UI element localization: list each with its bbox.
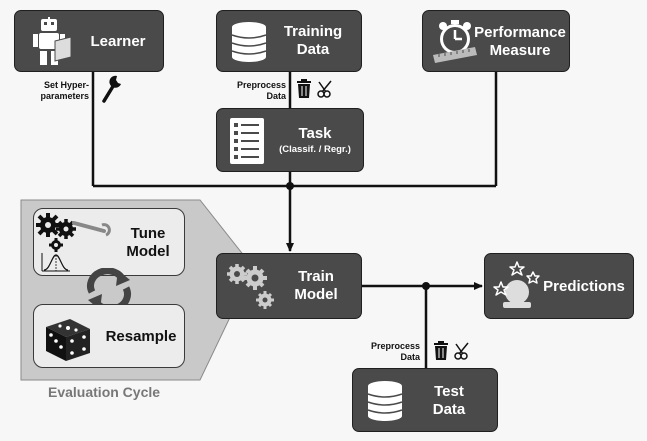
preprocess-test-note: Preprocess Data — [360, 341, 420, 363]
evaluation-cycle-caption: Evaluation Cycle — [48, 384, 161, 400]
tune-model-label: Tune Model — [116, 225, 180, 261]
set-hyperparameters-note: Set Hyper- parameters — [33, 80, 89, 102]
task-label: Task (Classif. / Regr.) — [269, 125, 361, 156]
set-hyper-line1: Set Hyper- — [43, 80, 89, 90]
test-data-title2: Data — [432, 401, 466, 418]
wrench-icon — [102, 75, 121, 103]
training-data-title: Training — [283, 23, 343, 40]
tune-model-title2: Model — [126, 243, 170, 260]
database-icon — [367, 381, 403, 421]
test-data-label: Test Data — [411, 383, 487, 419]
trash-scissors-icon — [297, 79, 332, 98]
dice-icon — [46, 319, 90, 361]
performance-label: Performance Measure — [471, 24, 569, 60]
train-model-title: Train — [298, 268, 334, 285]
train-model-node[interactable]: Train Model — [216, 253, 362, 319]
resample-node[interactable]: Resample — [33, 304, 185, 368]
preprocess-test-line1: Preprocess — [370, 341, 420, 351]
resample-label: Resample — [105, 328, 177, 345]
performance-title2: Measure — [489, 42, 551, 59]
crystal-ball-icon — [493, 261, 540, 308]
preprocess-test-line2: Data — [400, 352, 420, 362]
robot-icon — [33, 17, 72, 65]
set-hyper-line2: parameters — [40, 91, 89, 101]
learner-label: Learner — [90, 33, 146, 50]
task-node[interactable]: Task (Classif. / Regr.) — [216, 108, 364, 172]
database-icon — [231, 22, 267, 62]
training-data-title2: Data — [296, 41, 330, 58]
performance-title: Performance — [474, 24, 566, 41]
preprocess-line1: Preprocess — [236, 80, 286, 90]
preprocess-note: Preprocess Data — [226, 80, 286, 102]
test-data-node[interactable]: Test Data — [352, 368, 498, 432]
preprocess-line2: Data — [266, 91, 286, 101]
test-data-title: Test — [434, 383, 464, 400]
tune-model-node[interactable]: Tune Model — [33, 208, 185, 276]
gear-wrench-icon — [36, 213, 111, 272]
predictions-node[interactable]: Predictions — [484, 253, 634, 319]
task-title: Task — [298, 125, 332, 142]
learner-node[interactable]: Learner — [14, 10, 164, 72]
training-data-node[interactable]: Training Data — [216, 10, 362, 72]
task-subtitle: (Classif. / Regr.) — [279, 144, 351, 155]
tune-model-title: Tune — [130, 225, 166, 242]
train-model-label: Train Model — [281, 268, 351, 304]
predictions-label: Predictions — [543, 278, 625, 295]
train-model-title2: Model — [294, 286, 338, 303]
checklist-icon — [230, 118, 264, 164]
gears-icon — [227, 264, 274, 309]
stopwatch-ruler-icon — [433, 20, 477, 63]
training-data-label: Training Data — [273, 23, 353, 59]
trash-scissors-icon — [434, 341, 469, 360]
performance-measure-node[interactable]: Performance Measure — [422, 10, 570, 72]
